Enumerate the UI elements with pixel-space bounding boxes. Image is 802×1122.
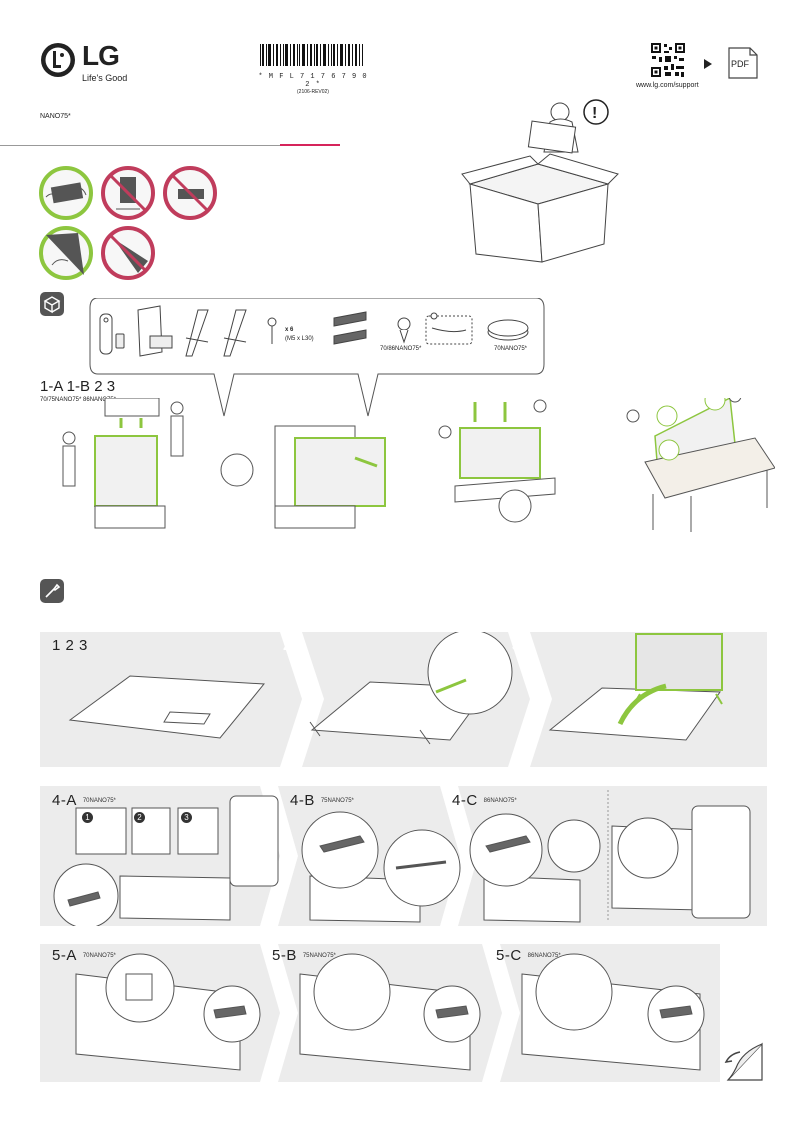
warning-icon bbox=[583, 99, 609, 125]
accessories-callout bbox=[89, 298, 545, 417]
unpack-illustrations bbox=[62, 398, 775, 532]
handling-no-3 bbox=[101, 226, 155, 280]
step-4a-label: 4-A bbox=[52, 792, 77, 809]
step-5b-model: 75NANO75* bbox=[302, 952, 336, 959]
accessory-label-70-86: 70/86NANO75* bbox=[380, 346, 422, 352]
pdf-label: PDF bbox=[731, 59, 749, 69]
divider-gray bbox=[0, 145, 280, 146]
step-4c: 4-C 86NANO75* bbox=[452, 792, 517, 810]
unpack-subtitle: 70/75NANO75* 86NANO75* bbox=[40, 397, 117, 403]
step-5a-model: 70NANO75* bbox=[82, 952, 116, 959]
assembly-arrows-1 bbox=[68, 632, 723, 767]
barcode-sub: (2106-REV02) bbox=[297, 89, 329, 95]
box-icon bbox=[40, 292, 64, 316]
handling-ok-1 bbox=[39, 166, 93, 220]
qr-code bbox=[650, 42, 686, 83]
substep-1: 1 bbox=[82, 812, 93, 823]
qr-code-icon bbox=[650, 42, 686, 78]
screw-qty: x 6 bbox=[285, 327, 294, 333]
pdf-icon bbox=[728, 47, 758, 79]
substep-2: 2 bbox=[134, 812, 145, 823]
step-5b: 5-B 75NANO75* bbox=[272, 947, 336, 965]
substep-3: 3 bbox=[181, 812, 192, 823]
pdf-file: PDF bbox=[726, 46, 760, 85]
lg-logo-icon bbox=[41, 43, 75, 77]
handling-no-1 bbox=[101, 166, 155, 220]
step-2-label: 2 bbox=[283, 637, 292, 654]
step-1-label: 1 2 3 bbox=[52, 637, 88, 654]
unpack-title: 1-A 1-B 2 3 bbox=[40, 378, 116, 395]
step-4b-label: 4-B bbox=[290, 792, 315, 809]
step-5a-label: 5-A bbox=[52, 947, 77, 964]
step-4a-model: 70NANO75* bbox=[82, 797, 116, 804]
assembly-arrows-3 bbox=[75, 944, 705, 1082]
handling-guide bbox=[39, 166, 217, 280]
svg-text:!: ! bbox=[592, 105, 597, 122]
step-4b: 4-B 75NANO75* bbox=[290, 792, 354, 810]
step-4c-model: 86NANO75* bbox=[483, 797, 517, 804]
screw-spec: (M5 x L30) bbox=[285, 336, 314, 342]
brand-slogan: Life's Good bbox=[82, 73, 128, 83]
model-number: NANO75* bbox=[40, 113, 71, 120]
divider-accent bbox=[280, 144, 340, 146]
accessory-label-70: 70NANO75* bbox=[494, 346, 528, 352]
step-5c-label: 5-C bbox=[496, 947, 522, 964]
handling-no-2 bbox=[163, 166, 217, 220]
arrow-right-icon bbox=[704, 59, 712, 69]
screwdriver-icon bbox=[40, 579, 64, 603]
box-warning-illustration: ! bbox=[461, 99, 619, 263]
step-4b-model: 75NANO75* bbox=[320, 797, 354, 804]
handling-ok-2 bbox=[39, 226, 93, 280]
barcode-icon bbox=[260, 44, 363, 66]
step-3-label: 3 bbox=[512, 637, 521, 654]
assembly-arrows-2 bbox=[53, 786, 751, 926]
barcode: * M F L 7 1 7 6 7 9 0 2 * (2106-REV02) bbox=[258, 44, 368, 95]
step-5a: 5-A 70NANO75* bbox=[52, 947, 116, 965]
step-5c-model: 86NANO75* bbox=[527, 952, 561, 959]
step-5b-label: 5-B bbox=[272, 947, 297, 964]
step-5c: 5-C 86NANO75* bbox=[496, 947, 561, 965]
page-turn-icon bbox=[724, 1042, 763, 1081]
step-4a: 4-A 70NANO75* bbox=[52, 792, 116, 810]
step-4c-label: 4-C bbox=[452, 792, 478, 809]
barcode-text: * M F L 7 1 7 6 7 9 0 2 * bbox=[258, 73, 368, 89]
support-url: www.lg.com/support bbox=[636, 82, 699, 89]
brand-name: LG bbox=[82, 40, 120, 71]
lg-logo: LG Life's Good bbox=[40, 40, 140, 90]
